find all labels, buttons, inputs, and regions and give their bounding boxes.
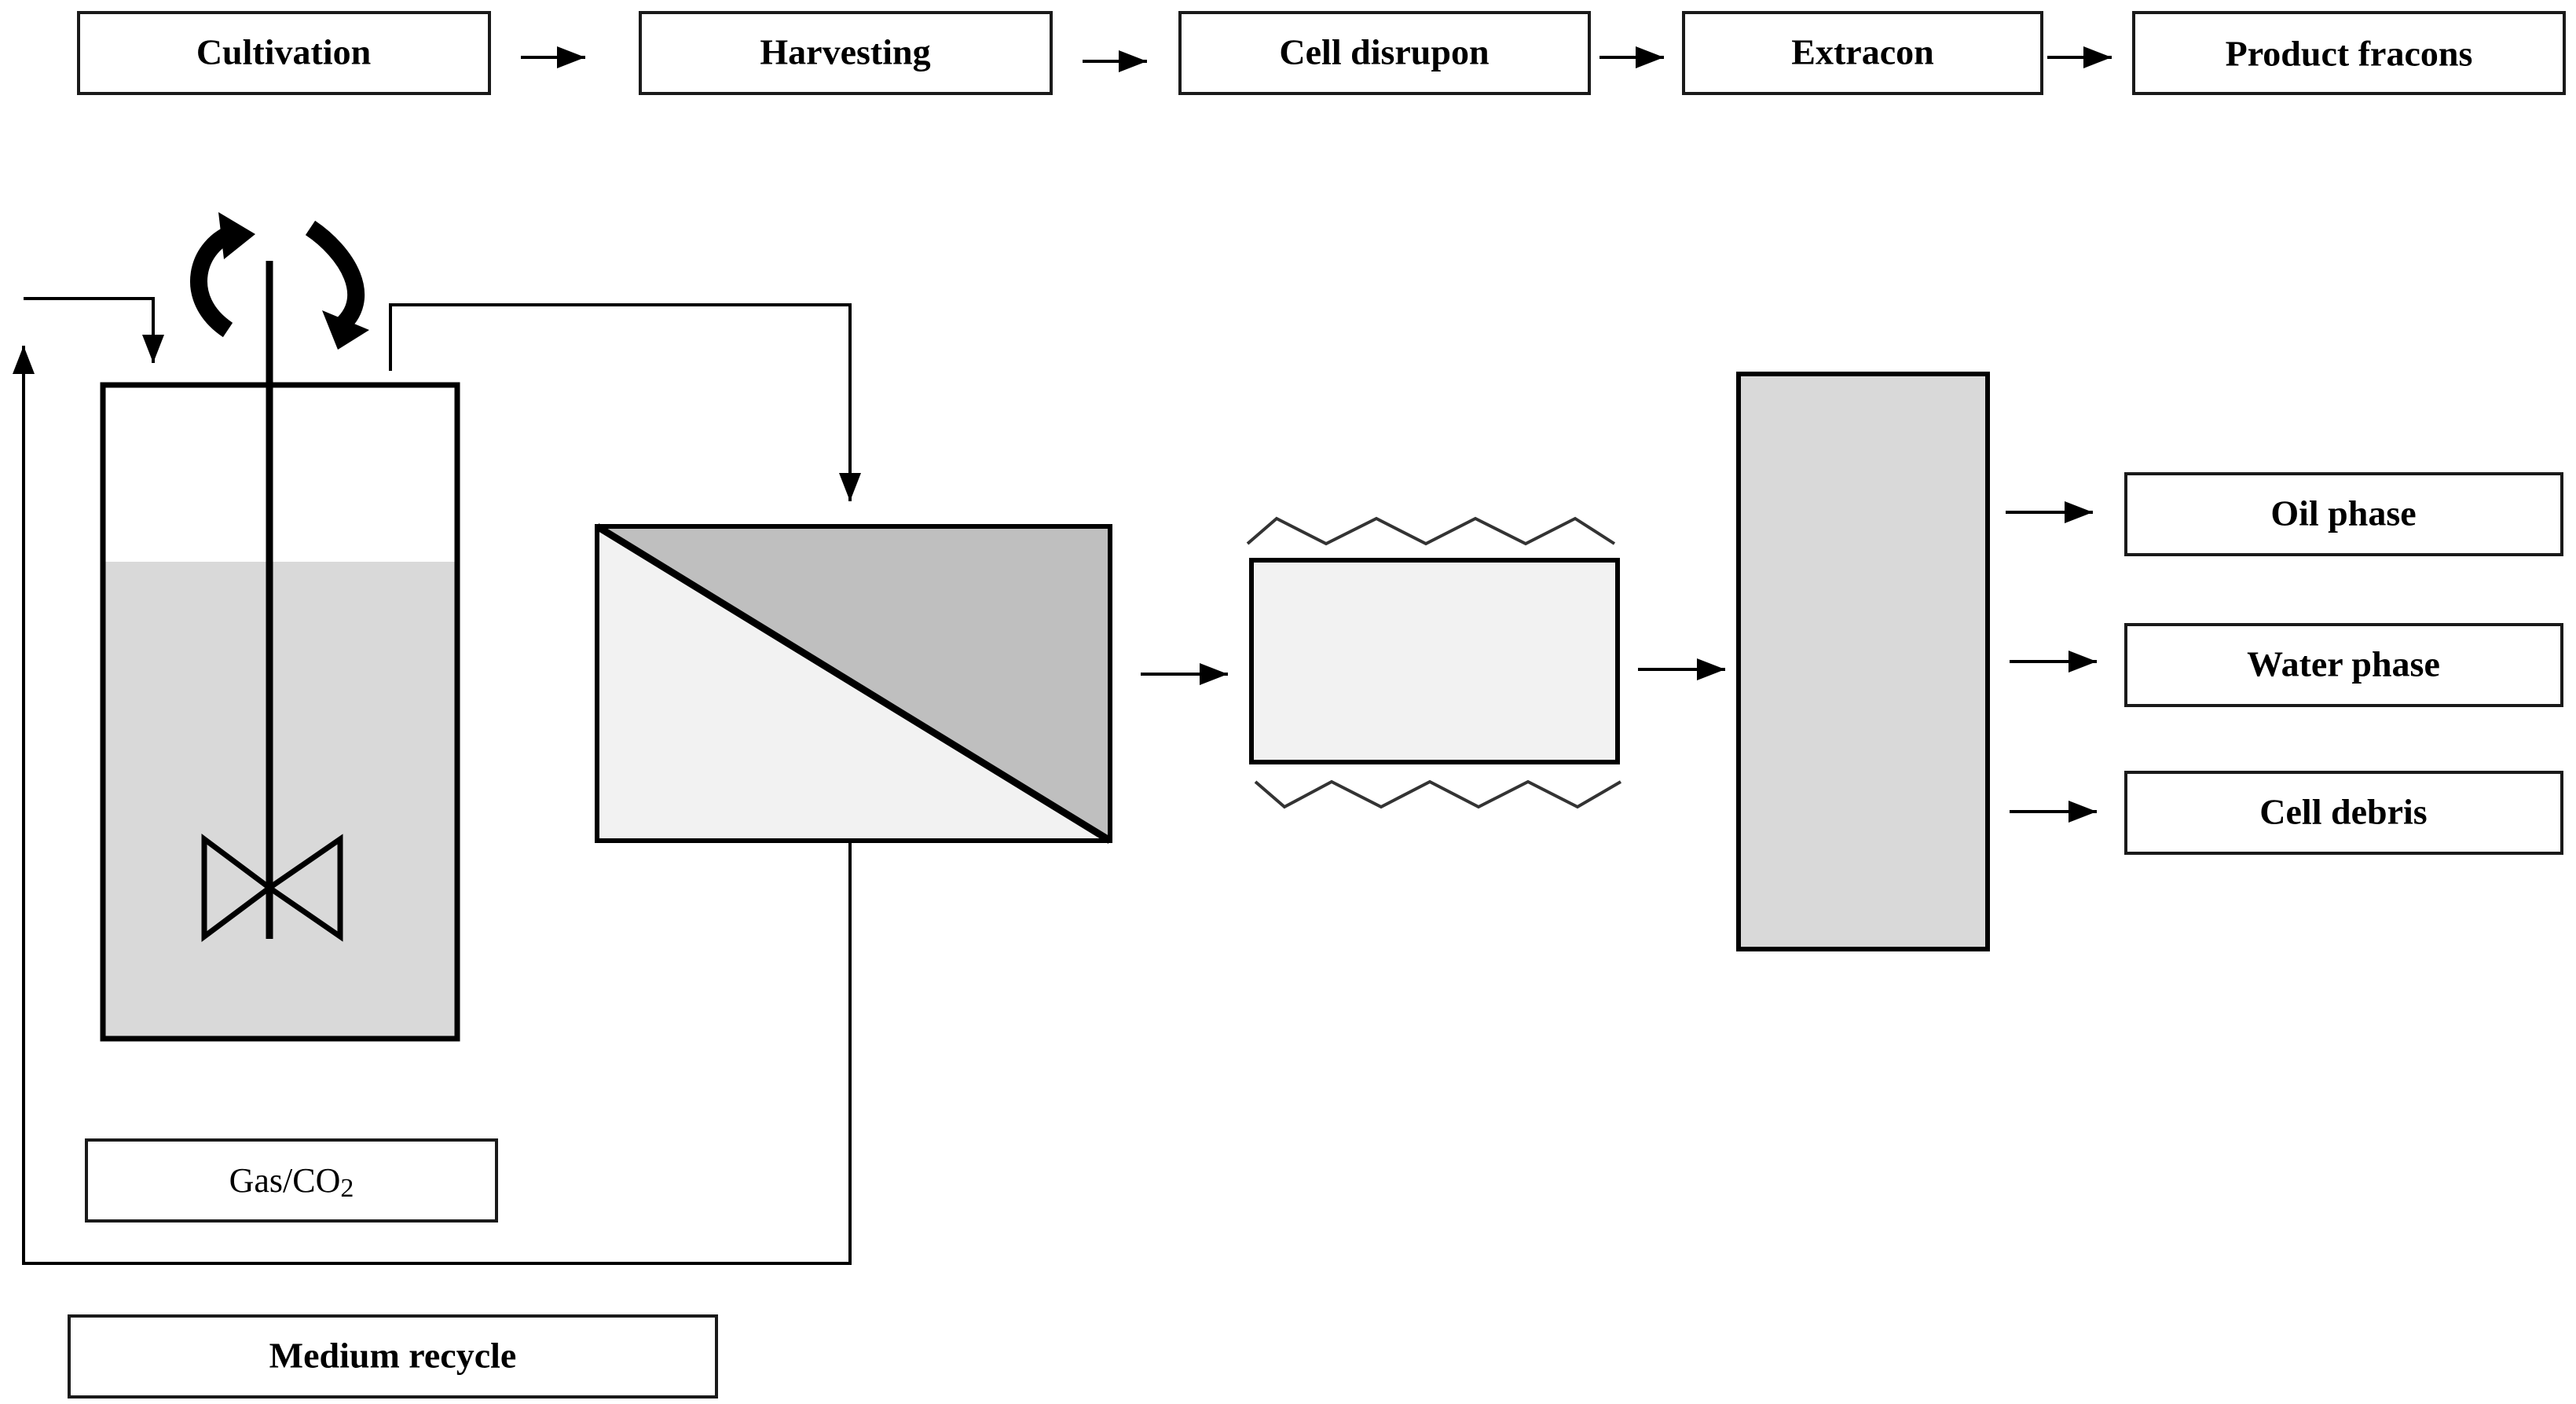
output-water-phase: Water phase <box>2124 623 2563 707</box>
bioreactor-broth <box>103 562 457 1039</box>
filter-frame <box>595 524 1112 843</box>
cell-debris-label: Cell debris <box>2259 792 2427 832</box>
disruptor-zigzag-bottom <box>1254 779 1622 809</box>
medium-recycle-box: Medium recycle <box>68 1314 718 1399</box>
step-product-fractions: Product fracons <box>2132 11 2566 95</box>
gas-co2-label: Gas/CO2 <box>229 1161 354 1203</box>
bioreactor-vessel <box>100 382 460 1042</box>
step-cell-disruption: Cell disrupon <box>1178 11 1591 95</box>
disruptor-chamber <box>1249 558 1620 764</box>
medium-recycle-label: Medium recycle <box>269 1336 517 1376</box>
medium-recycle-line <box>12 346 852 1265</box>
harvesting-filter <box>595 523 1112 844</box>
step-cultivation-label: Cultivation <box>196 32 371 72</box>
step-product-fractions-label: Product fracons <box>2226 34 2473 74</box>
step-harvesting: Harvesting <box>639 11 1053 95</box>
output-oil-phase: Oil phase <box>2124 472 2563 556</box>
medium-inlet-arrow <box>24 297 164 363</box>
step-cell-disruption-label: Cell disrupon <box>1279 32 1489 72</box>
gas-co2-box: Gas/CO2 <box>85 1138 498 1223</box>
step-cultivation: Cultivation <box>77 11 491 95</box>
filter-membrane <box>595 523 1112 844</box>
step-harvesting-label: Harvesting <box>760 32 930 72</box>
cell-disruptor <box>1246 516 1622 809</box>
impeller-blade-left <box>201 834 274 942</box>
bioreactor <box>100 212 460 1042</box>
oil-phase-label: Oil phase <box>2270 493 2416 533</box>
reactor-to-filter-line <box>389 303 861 501</box>
step-extraction-label: Extracon <box>1791 32 1933 72</box>
disruptor-zigzag-top <box>1246 516 1616 546</box>
rotation-arrowhead-right-icon <box>322 310 369 350</box>
extraction-column <box>1736 372 1990 951</box>
step-extraction: Extracon <box>1682 11 2043 95</box>
output-cell-debris: Cell debris <box>2124 771 2563 855</box>
process-steps-row: Cultivation Harvesting Cell disrupon Ext… <box>77 11 2566 95</box>
rotation-arrow-right-icon <box>305 220 365 335</box>
water-phase-label: Water phase <box>2247 644 2440 684</box>
impeller-blade-right <box>264 834 343 942</box>
rotation-arrowhead-left-icon <box>218 212 255 259</box>
